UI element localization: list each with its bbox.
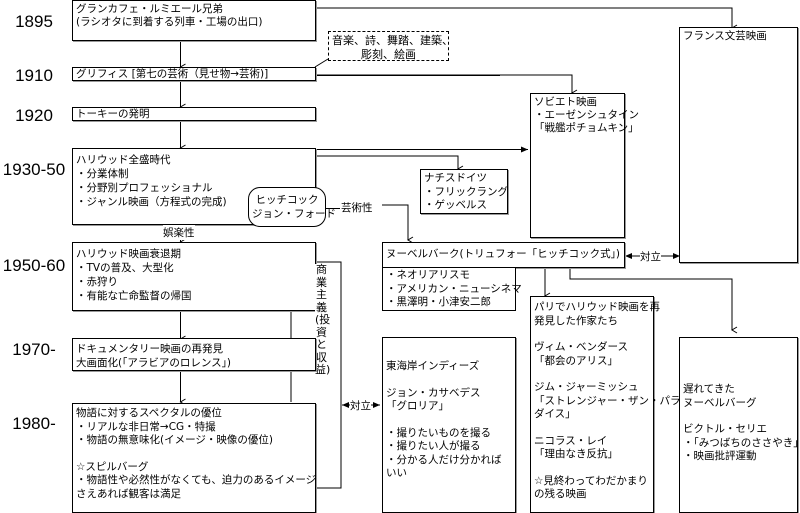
label-entertainment: 娯楽性 [163, 225, 195, 240]
box-nouvelle-vague: ヌーベルバーク(トリュフォー「ヒッチコック式」) [382, 242, 625, 268]
box-line: 彫刻、絵画 [361, 48, 416, 61]
note-other-arts: 音楽、詩、舞踏、建築、 彫刻、絵画 [328, 31, 453, 61]
box-line: ハリウッド映画衰退期 [76, 248, 181, 260]
box-line: ヒッチコック [255, 194, 319, 206]
box-french-literary: フランス文芸映画 [679, 27, 798, 263]
year-label: 1980- [12, 414, 56, 433]
box-line: ソビエト映画 [534, 96, 597, 108]
arrow-artistry-nv [382, 204, 414, 244]
box-line: 大画面化(「アラビアのロレンス」) [76, 357, 231, 369]
box-line: ヴィム・ベンダース [534, 341, 628, 353]
box-line [534, 328, 650, 341]
box-line: ・赤狩り [76, 276, 118, 288]
box-line: ・TVの普及、大型化 [76, 262, 174, 274]
box-line: 「都会のアリス」 [534, 354, 618, 367]
box-line: フランス文芸映画 [683, 30, 767, 42]
box-line: ジョン・カサベデス [386, 386, 481, 399]
arrow-to-nazi [315, 155, 464, 173]
box-line: ・エーゼンシュタイン [534, 109, 639, 121]
box-line: 発見した作家たち [534, 314, 618, 327]
box-line: ・黒澤明・小津安二郎 [386, 296, 491, 308]
label-opposition: 対立 [350, 398, 371, 413]
box-griffith: グリフィス [第七の芸術（見せ物→芸術)] [72, 67, 316, 81]
label-opposition: 対立 [640, 249, 661, 264]
year-label: 1910 [15, 66, 53, 85]
box-line: ハリウッド全盛時代 [76, 154, 171, 166]
box-line [76, 448, 312, 461]
box-lumiere: グランカフェ・ルミエール兄弟 (ラシオタに到着する列車・工場の出口) [72, 0, 316, 41]
box-line [534, 368, 650, 381]
box-line: の残る映画 [534, 488, 587, 500]
box-line [386, 414, 512, 427]
box-east-coast-indies: 東海岸インディーズ ジョン・カサベデス 「グロリア」 ・撮りたいものを撮る ・撮… [382, 337, 516, 513]
box-nazi: ナチスドイツ ・フリックラング ・ゲッベルス [420, 169, 508, 214]
box-line: 「ストレンジャー・ザン・パラ [534, 394, 681, 407]
box-line: グランカフェ・ルミエール兄弟 [76, 3, 223, 15]
box-line: ・ゲッベルス [424, 199, 487, 211]
box-line: ダイス」 [534, 408, 576, 420]
year-label: 1950-60 [2, 256, 66, 275]
box-line: ・フリックラング [424, 185, 508, 198]
box-neorealism: ・ネオリアリスモ ・アメリカン・ニューシネマ ・黒澤明・小津安二郎 [382, 267, 522, 311]
box-paris-rediscovery: パリでハリウッド映画を再 発見した作家たち ヴィム・ベンダース 「都会のアリス」… [530, 296, 681, 513]
year-label: 1930-50 [2, 160, 66, 179]
label-commercialism: 商業主義(投資と収益) [315, 263, 330, 402]
box-line: 東海岸インディーズ [386, 360, 480, 372]
arrow-to-soviet [315, 74, 578, 97]
year-label: 1970- [12, 340, 56, 359]
box-line: ナチスドイツ [424, 172, 487, 184]
box-line [386, 374, 512, 387]
box-line: ・分野別プロフェッショナル [76, 182, 213, 194]
year-label: 1895 [15, 12, 53, 31]
box-line: ・有能な亡命監督の帰国 [76, 290, 192, 302]
box-line: ・物語の無意味化(イメージ・映像の優位) [76, 434, 273, 446]
box-soviet: ソビエト映画 ・エーゼンシュタイン 「戦艦ポチョムキン」 [530, 93, 639, 238]
label-artistry: 芸術性 [341, 200, 373, 215]
box-line: いい [386, 467, 407, 479]
box-late-nouvelle-vague: 遅れてきた ヌーベルバーグ ビクトル・セリエ ・「みつばちのささやき」 ・映画批… [679, 337, 800, 513]
box-hitchcock-ford: ヒッチコック ジョン・フォード [248, 187, 336, 227]
box-line: 「戦艦ポチョムキン」 [534, 122, 639, 134]
box-line [534, 422, 650, 435]
box-line: ・映画批評運動 [683, 450, 757, 462]
box-line: 遅れてきた [683, 383, 735, 395]
arrow-lumiere-french [315, 7, 738, 32]
box-line: さえあれば観客は満足 [76, 487, 181, 500]
box-line: ヌーベルバーグ [683, 396, 757, 409]
box-line: ニコラス・レイ [534, 434, 608, 447]
box-hollywood-decline: ハリウッド映画衰退期 ・TVの普及、大型化 ・赤狩り ・有能な亡命監督の帰国 [72, 242, 316, 311]
box-line: 物語に対するスペクタルの優位 [76, 407, 222, 419]
box-line [683, 410, 794, 423]
box-line: ドキュメンタリー映画の再発見 [76, 343, 223, 355]
box-line: ・物語性や必然性がなくても、迫力のあるイメージ [76, 474, 317, 486]
box-line: 「グロリア」 [386, 400, 449, 412]
box-documentary: ドキュメンタリー映画の再発見 大画面化(「アラビアのロレンス」) [72, 338, 316, 371]
box-line: ジョン・フォード [252, 208, 336, 220]
box-line: ・ネオリアリスモ [386, 269, 470, 281]
box-line: ・ジャンル映画（方程式の完成) [76, 196, 227, 208]
box-line: パリでハリウッド映画を再 [534, 301, 660, 313]
box-line: ビクトル・セリエ [683, 423, 767, 435]
box-line: ・分業体制 [76, 168, 129, 180]
box-line: ・「みつばちのささやき」 [683, 436, 800, 449]
box-talkie: トーキーの発明 [72, 107, 316, 121]
box-line: ・撮りたい人が撮る [386, 440, 481, 452]
box-line: 「理由なき反抗」 [534, 448, 618, 460]
box-line: ジム・ジャーミッシュ [534, 381, 639, 393]
box-hollywood-golden: ハリウッド全盛時代 ・分業体制 ・分野別プロフェッショナル ・ジャンル映画（方程… [72, 148, 316, 225]
box-spectacle: 物語に対するスペクタルの優位 ・リアルな非日常→CG・特撮 ・物語の無意味化(イ… [72, 403, 316, 513]
box-line [534, 462, 650, 475]
box-line: ☆見終わってわだかまり [534, 474, 648, 487]
box-line: ・分かる人だけ分かれば [386, 453, 502, 466]
box-line: 音楽、詩、舞踏、建築、 [332, 34, 453, 47]
box-line: ・撮りたいものを撮る [386, 426, 491, 439]
box-line: ☆スピルバーグ [76, 460, 149, 473]
box-line: ・アメリカン・ニューシネマ [386, 282, 522, 295]
box-line: ・リアルな非日常→CG・特撮 [76, 420, 216, 433]
year-label: 1920 [15, 106, 53, 125]
arrow-nv-latenv [569, 266, 738, 334]
box-line: (ラシオタに到着する列車・工場の出口) [76, 16, 263, 28]
